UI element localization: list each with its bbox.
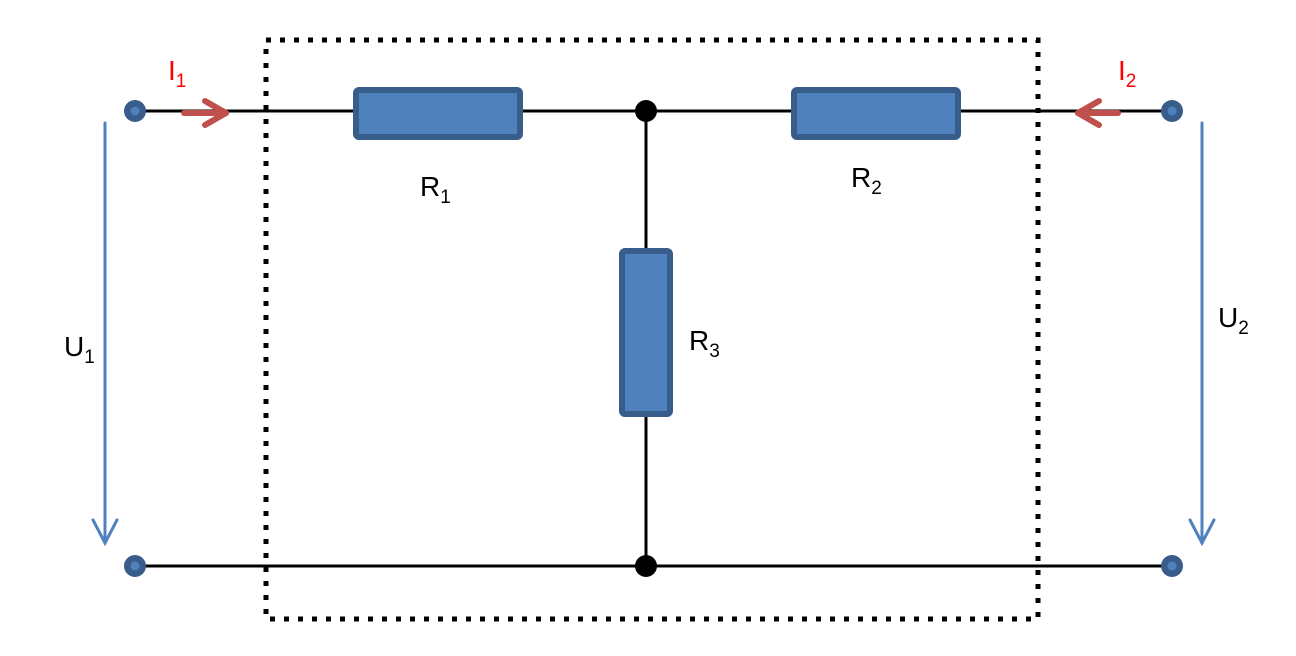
current-arrow-i1: [181, 98, 229, 128]
terminal-output-bottom: [1161, 555, 1183, 577]
current-arrow-i2: [1075, 98, 1121, 128]
junction-node-bottom: [635, 555, 657, 577]
label-u1: U1: [64, 331, 95, 368]
voltage-arrow-u1: [91, 121, 119, 547]
label-i1: I1: [168, 55, 186, 92]
label-r2: R2: [851, 162, 882, 199]
terminal-input-top: [124, 100, 146, 122]
label-r3: R3: [689, 325, 720, 362]
terminal-input-bottom: [124, 555, 146, 577]
terminal-output-top: [1161, 100, 1183, 122]
two-port-boundary: [263, 37, 1041, 622]
resistor-r3: [619, 248, 673, 417]
resistor-r2: [791, 87, 961, 140]
label-r1: R1: [420, 171, 451, 208]
label-i2: I2: [1118, 55, 1136, 92]
junction-node-top: [635, 100, 657, 122]
voltage-arrow-u2: [1188, 121, 1216, 547]
label-u2: U2: [1218, 302, 1249, 339]
resistor-r1: [353, 87, 523, 140]
